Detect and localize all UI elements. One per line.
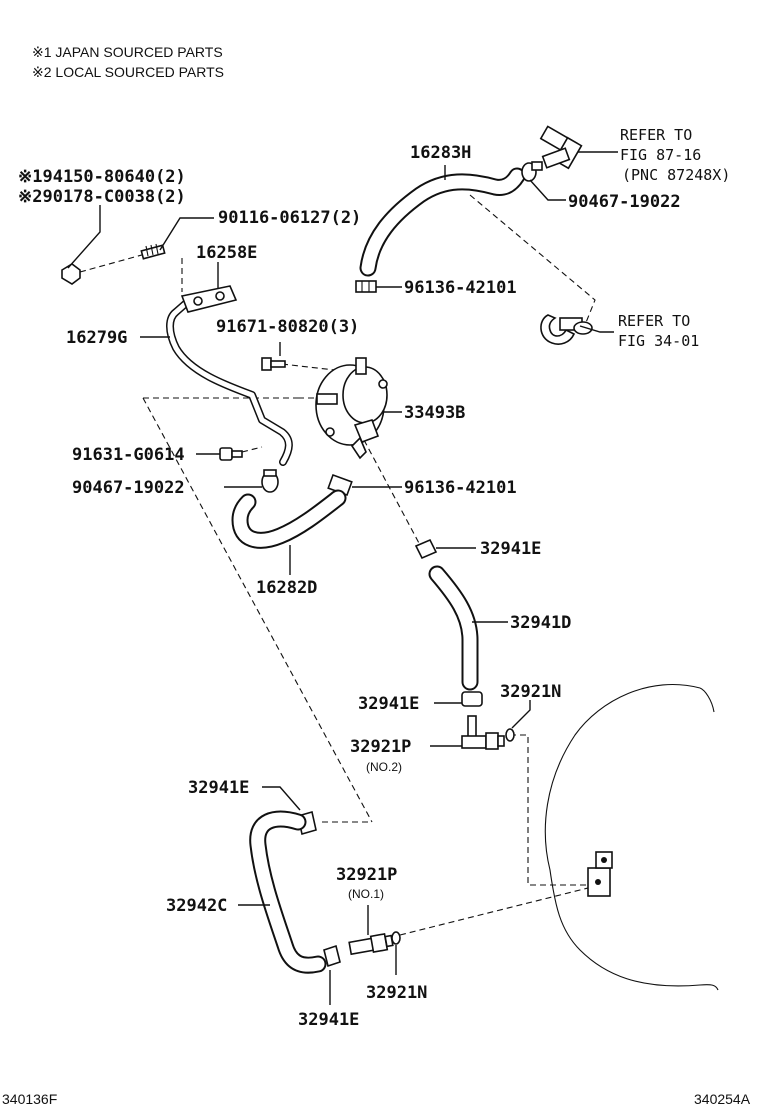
label-33493B: 33493B: [404, 403, 465, 423]
engine-block-outline: [544, 684, 719, 991]
bolt-91631: [219, 447, 243, 461]
label-32921P-no1-sub: (NO.1): [348, 887, 384, 901]
tee-fitting-fig87: [539, 125, 583, 170]
label-91631-G0614: 91631-G0614: [72, 445, 185, 465]
footer-left-code: 340136F: [2, 1091, 57, 1107]
label-32921N-a: 32921N: [500, 682, 561, 702]
label-refer-fig87-line2: FIG 87-16: [620, 146, 701, 164]
union-32921P-no1: [348, 932, 394, 956]
label-32941E-a: 32941E: [480, 539, 541, 559]
note-local-sourced: ※2 LOCAL SOURCED PARTS: [32, 64, 224, 80]
label-16258E: 16258E: [196, 243, 257, 263]
label-32941E-d: 32941E: [298, 1010, 359, 1030]
stud-bolt-90116: [140, 243, 166, 260]
hose-16283H: [359, 167, 526, 277]
cap-32941E-b: [461, 691, 483, 707]
union-32921P-no2: [461, 715, 505, 750]
label-16283H: 16283H: [410, 143, 471, 163]
label-32942C: 32942C: [166, 896, 227, 916]
label-96136-42101-mid: 96136-42101: [404, 478, 517, 498]
label-96136-42101-top: 96136-42101: [404, 278, 517, 298]
cap-32941E-a: [414, 538, 438, 560]
label-90116-06127: 90116-06127(2): [218, 208, 361, 228]
hose-16282D: [231, 489, 347, 549]
label-91671-80820: 91671-80820(3): [216, 317, 359, 337]
label-90178-C0038: ※290178-C0038(2): [18, 187, 186, 207]
clamp-fig34: [540, 314, 593, 345]
clip-90467-mid: [261, 469, 279, 493]
label-refer-fig87-pnc: (PNC 87248X): [622, 166, 730, 184]
label-32941D: 32941D: [510, 613, 571, 633]
label-16279G: 16279G: [66, 328, 127, 348]
leader-lines: [67, 151, 618, 1005]
label-90467-19022-mid: 90467-19022: [72, 478, 185, 498]
footer-right-code: 340254A: [694, 1091, 751, 1107]
bolt-91671: [261, 357, 286, 371]
gasket-32921N-a: [505, 728, 515, 742]
cap-32941E-d: [323, 944, 341, 968]
label-refer-fig34-line1: REFER TO: [618, 312, 690, 330]
pipe-16279G: [166, 294, 293, 466]
label-32921P-no2-sub: (NO.2): [366, 760, 402, 774]
label-32941E-b: 32941E: [358, 694, 419, 714]
label-90467-19022-top: 90467-19022: [568, 192, 681, 212]
hose-32942C: [249, 810, 327, 974]
label-32921N-b: 32921N: [366, 983, 427, 1003]
nut-94150: [61, 263, 81, 285]
note-japan-sourced: ※1 JAPAN SOURCED PARTS: [32, 44, 223, 60]
clamp-96136-top: [355, 280, 377, 293]
label-32921P-no1: 32921P: [336, 865, 397, 885]
vacuum-pump-33493B: [315, 357, 388, 460]
label-refer-fig87-line1: REFER TO: [620, 126, 692, 144]
label-16282D: 16282D: [256, 578, 317, 598]
label-32921P-no2: 32921P: [350, 737, 411, 757]
bracket-16258E: [180, 285, 238, 313]
label-32941E-c: 32941E: [188, 778, 249, 798]
hose-32941D: [428, 565, 479, 691]
label-94150-80640: ※194150-80640(2): [18, 167, 186, 187]
label-refer-fig34-line2: FIG 34-01: [618, 332, 699, 350]
gasket-32921N-b: [391, 931, 401, 945]
clip-90467-top: [521, 161, 543, 182]
dashed-guide-lines: [79, 194, 601, 936]
